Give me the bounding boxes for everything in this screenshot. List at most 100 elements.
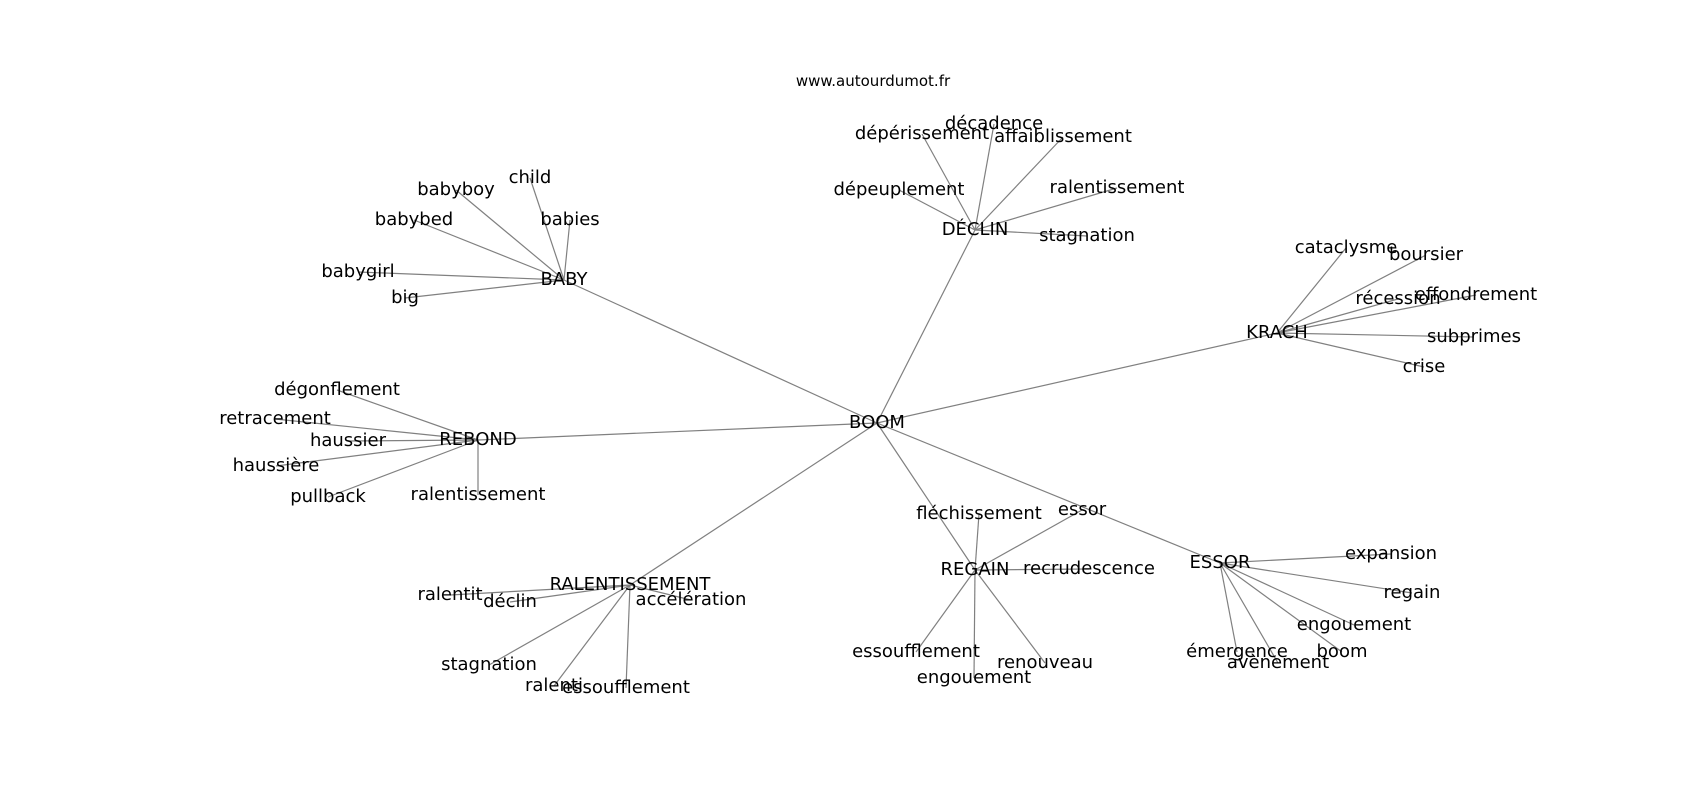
node-leaf-baby-1: child — [509, 167, 552, 188]
edge-regain-leaf-5 — [973, 569, 976, 679]
edge-krach-leaf-2 — [1276, 298, 1399, 334]
edge-boom-declin — [876, 229, 976, 424]
node-leaf-declin-4: ralentissement — [1050, 177, 1185, 198]
node-leaf-regain-2: recrudescence — [1023, 558, 1155, 579]
node-leaf-essor-5: émergence — [1186, 641, 1288, 662]
edge-ralentissement-leaf-5 — [625, 584, 631, 689]
node-leaf-declin-1: dépérissement — [855, 123, 989, 144]
node-leaf-baby-3: babies — [540, 209, 599, 230]
node-leaf-rebond-1: retracement — [219, 408, 331, 429]
edge-baby-leaf-5 — [404, 279, 565, 299]
node-hub-essor: ESSOR — [1190, 552, 1251, 573]
edge-boom-ralentissement — [629, 422, 878, 586]
edge-baby-leaf-2 — [413, 219, 565, 281]
edge-rebond-leaf-3 — [275, 439, 479, 467]
node-hub-krach: KRACH — [1246, 322, 1308, 343]
edge-baby-leaf-4 — [357, 271, 565, 281]
node-leaf-declin-5: stagnation — [1039, 225, 1135, 246]
node-leaf-essor-4: avènement — [1227, 652, 1329, 673]
node-leaf-essor-2: engouement — [1297, 614, 1411, 635]
node-leaf-rebond-4: pullback — [290, 486, 366, 507]
edge-boom-baby — [563, 279, 878, 424]
node-leaf-krach-3: effondrement — [1415, 284, 1537, 305]
node-leaf-krach-0: cataclysme — [1295, 237, 1398, 258]
edge-krach-leaf-1 — [1276, 254, 1427, 334]
edge-regain-leaf-0 — [974, 513, 980, 571]
edge-rebond-leaf-0 — [336, 389, 479, 441]
edge-regain-leaf-1 — [974, 509, 1083, 571]
edge-declin-leaf-0 — [974, 123, 995, 231]
node-leaf-baby-2: babybed — [375, 209, 453, 230]
node-leaf-ralentissement-0: ralentit — [417, 584, 482, 605]
node-leaf-ralentissement-2: accélération — [636, 589, 747, 610]
graph-nodes: BOOM BABY babyboy child babybed babies babygir… — [219, 113, 1537, 698]
edge-declin-leaf-4 — [974, 187, 1118, 231]
node-leaf-baby-5: big — [391, 287, 419, 308]
edge-krach-leaf-4 — [1276, 332, 1475, 338]
edge-regain-leaf-4 — [974, 569, 1046, 664]
node-leaf-baby-4: babygirl — [321, 261, 394, 282]
edge-ralentissement-leaf-1 — [509, 584, 631, 603]
node-hub-ralentissement: RALENTISSEMENT — [550, 574, 712, 595]
edge-boom-krach — [876, 332, 1278, 424]
edge-ralentissement-leaf-0 — [449, 584, 631, 596]
node-hub-regain: REGAIN — [941, 559, 1010, 580]
node-leaf-ralentissement-5: essoufflement — [562, 677, 690, 698]
edge-declin-leaf-2 — [974, 136, 1064, 231]
node-hub-rebond: REBOND — [439, 429, 516, 450]
node-leaf-rebond-3: haussière — [233, 455, 320, 476]
node-leaf-essor-3: boom — [1317, 641, 1368, 662]
node-leaf-ralentissement-3: stagnation — [441, 654, 537, 675]
edge-ralentissement-leaf-3 — [488, 584, 631, 666]
node-hub-baby: BABY — [540, 269, 588, 290]
node-leaf-ralentissement-4: ralenti — [525, 675, 583, 696]
node-leaf-essor-0: expansion — [1345, 543, 1437, 564]
node-leaf-essor-1: regain — [1384, 582, 1441, 603]
edge-boom-regain — [876, 422, 976, 571]
edge-regain-leaf-3 — [915, 569, 976, 653]
edge-rebond-leaf-4 — [327, 439, 479, 498]
edge-declin-leaf-5 — [974, 229, 1088, 237]
edge-baby-leaf-0 — [455, 189, 565, 281]
edge-essor-leaf-1 — [1219, 562, 1413, 594]
edge-essor-leaf-5 — [1219, 562, 1238, 653]
node-leaf-regain-5: engouement — [917, 667, 1031, 688]
graph-edges — [274, 123, 1477, 689]
edge-essor-leaf-2 — [1219, 562, 1355, 626]
edge-baby-leaf-3 — [563, 219, 571, 281]
node-leaf-rebond-2: haussier — [310, 430, 387, 451]
edge-essor-leaf-4 — [1219, 562, 1279, 664]
node-leaf-regain-0: fléchissement — [916, 503, 1042, 524]
node-leaf-declin-3: dépeuplement — [834, 179, 965, 200]
edge-essor-leaf-3 — [1219, 562, 1343, 653]
edge-boom-rebond — [477, 422, 878, 441]
node-leaf-rebond-5: ralentissement — [411, 484, 546, 505]
node-leaf-regain-4: renouveau — [997, 652, 1093, 673]
node-hub-declin: DÉCLIN — [942, 218, 1009, 240]
node-leaf-regain-1: essor — [1058, 499, 1107, 520]
node-leaf-ralentissement-1: déclin — [483, 591, 537, 612]
node-leaf-rebond-0: dégonflement — [274, 379, 400, 400]
node-leaf-declin-0: décadence — [945, 113, 1043, 134]
node-leaf-krach-1: boursier — [1389, 244, 1464, 265]
edge-essor-leaf-0 — [1219, 553, 1392, 564]
edge-krach-leaf-0 — [1276, 247, 1347, 334]
edge-baby-leaf-1 — [529, 177, 565, 281]
edge-rebond-leaf-2 — [347, 439, 479, 442]
node-leaf-baby-0: babyboy — [417, 179, 495, 200]
edge-krach-leaf-3 — [1276, 294, 1477, 334]
edge-krach-leaf-5 — [1276, 332, 1425, 368]
edge-rebond-leaf-1 — [274, 418, 479, 441]
node-leaf-declin-2: affaiblissement — [994, 126, 1132, 147]
edge-declin-leaf-3 — [898, 189, 976, 231]
node-leaf-regain-3: essoufflement — [852, 641, 980, 662]
edge-declin-leaf-1 — [921, 133, 976, 231]
edge-ralentissement-leaf-4 — [553, 584, 631, 687]
source-url: www.autourdumot.fr — [795, 72, 951, 90]
edge-boom-essor — [876, 422, 1221, 564]
edge-ralentissement-leaf-2 — [629, 584, 692, 601]
node-center: BOOM — [849, 412, 905, 433]
node-leaf-krach-2: récession — [1355, 288, 1440, 309]
edge-regain-leaf-2 — [974, 568, 1090, 571]
